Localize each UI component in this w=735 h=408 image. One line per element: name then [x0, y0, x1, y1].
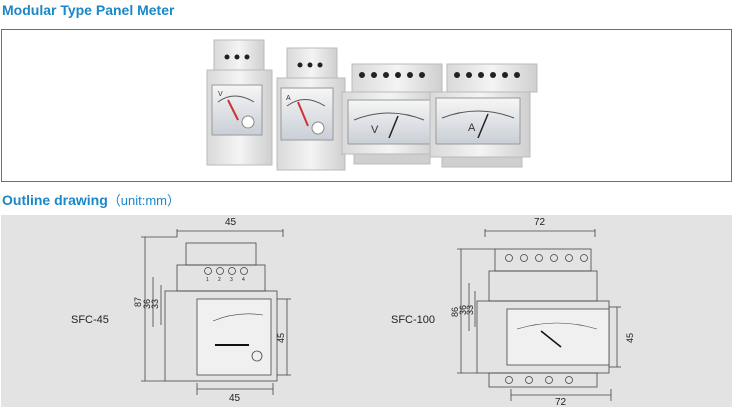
- sfc100-dim-bottom: 72: [555, 397, 567, 407]
- sfc45-model-label: SFC-45: [71, 314, 109, 326]
- terminal-number: 4: [242, 277, 245, 283]
- unit-label: （unit:mm）: [107, 193, 181, 208]
- sfc45-dim-front-height: 45: [276, 333, 286, 343]
- outline-section-title: Outline drawing（unit:mm）: [2, 190, 180, 209]
- svg-text:V: V: [371, 124, 379, 136]
- svg-text:A: A: [286, 95, 291, 102]
- sfc100-dim-top: 72: [534, 217, 546, 228]
- product-photo: V A V: [206, 39, 538, 171]
- sfc45-dim-bottom: 45: [229, 393, 241, 404]
- sfc45-dim-height-inner: 33: [150, 299, 160, 309]
- drawing-sfc-100: [457, 229, 621, 401]
- svg-text:A: A: [468, 122, 476, 134]
- outline-title-text: Outline drawing: [2, 192, 108, 208]
- terminal-number: 2: [218, 277, 221, 283]
- sfc100-dim-height-total: 86: [450, 307, 460, 317]
- meter-large-voltmeter: V: [341, 63, 443, 165]
- meter-small-ammeter: A: [276, 47, 346, 171]
- sfc100-dim-height-inner: 33: [465, 305, 475, 315]
- meter-large-ammeter: A: [429, 63, 538, 168]
- outline-drawing-panel: 45 45 SFC-45 87 36 33 45 1 2 3 4 72 72 S…: [1, 215, 732, 407]
- terminal-number: 1: [206, 277, 209, 283]
- sfc100-model-label: SFC-100: [391, 314, 435, 326]
- outline-drawing: 45 45 SFC-45 87 36 33 45 1 2 3 4 72 72 S…: [71, 217, 635, 407]
- drawing-sfc-45: [141, 229, 291, 395]
- sfc45-dim-height-mid: 36: [142, 299, 152, 309]
- sfc45-dim-top: 45: [225, 217, 237, 228]
- product-section-title: Modular Type Panel Meter: [2, 2, 175, 18]
- sfc45-dim-height-total: 87: [133, 297, 143, 307]
- sfc100-dim-front-height: 45: [625, 333, 635, 343]
- sfc100-dim-height-mid: 36: [458, 305, 468, 315]
- meter-small-voltmeter: V: [206, 39, 273, 166]
- svg-text:V: V: [218, 91, 223, 98]
- terminal-number: 3: [230, 277, 233, 283]
- product-photo-panel: V A V: [1, 29, 732, 182]
